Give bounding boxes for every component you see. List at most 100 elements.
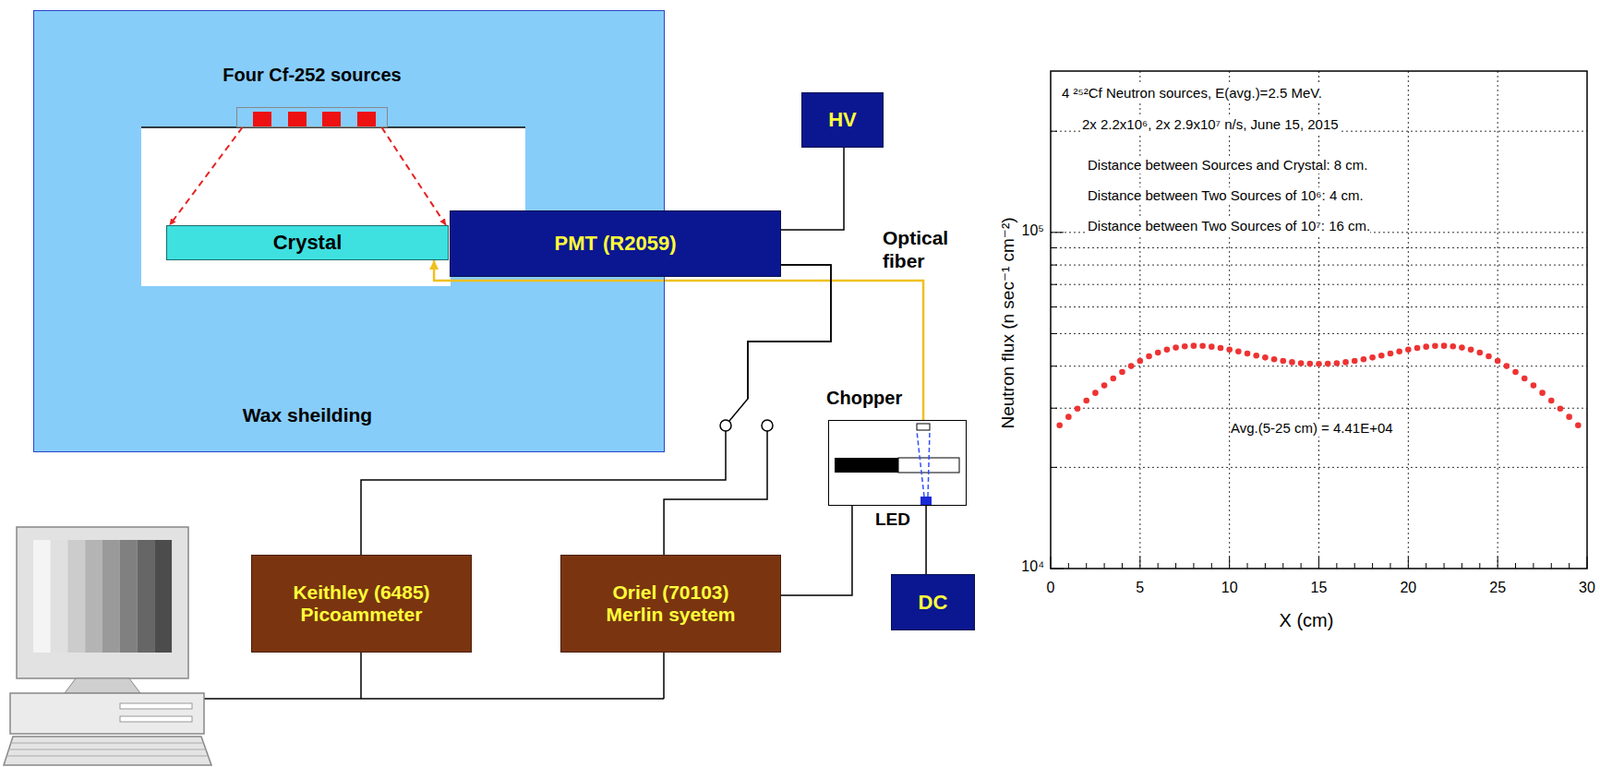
data-point bbox=[1387, 350, 1395, 358]
chart-note: Avg.(5-25 cm) = 4.41E+04 bbox=[1230, 420, 1394, 437]
screen-stripe bbox=[68, 540, 86, 653]
data-point bbox=[1145, 353, 1153, 361]
data-point bbox=[1539, 389, 1546, 397]
chart-note: 4 ²⁵²Cf Neutron sources, E(avg.)=2.5 MeV… bbox=[1061, 84, 1323, 102]
axis-tick bbox=[1461, 563, 1463, 569]
data-point bbox=[1252, 352, 1260, 360]
node-label: Chopper bbox=[821, 387, 970, 410]
node-label: Keithley (6485) Picoammeter bbox=[274, 581, 449, 626]
switch-terminals bbox=[720, 420, 773, 432]
screen-stripe bbox=[154, 540, 172, 653]
data-point bbox=[1190, 342, 1198, 349]
axis-tick bbox=[1300, 563, 1302, 569]
axis-tick bbox=[1050, 306, 1058, 308]
chopper-internals bbox=[834, 423, 960, 506]
axis-tick bbox=[1104, 563, 1106, 569]
data-point bbox=[1422, 343, 1430, 350]
axis-tick bbox=[1192, 563, 1194, 569]
pmt-box: PMT (R2059) bbox=[449, 210, 782, 277]
axis-tick bbox=[1050, 247, 1058, 249]
grid-line bbox=[1050, 247, 1588, 249]
data-point bbox=[1315, 360, 1323, 368]
chart-note: Distance between Sources and Crystal: 8 … bbox=[1087, 156, 1368, 174]
plot-frame bbox=[1050, 71, 1588, 569]
data-point bbox=[1395, 348, 1403, 355]
crystal-box: Crystal bbox=[166, 225, 449, 261]
data-point bbox=[1307, 360, 1314, 368]
screen-stripe bbox=[33, 540, 51, 653]
screen-stripe bbox=[120, 540, 138, 653]
data-point bbox=[1288, 359, 1296, 366]
screen-stripe bbox=[84, 540, 103, 653]
node-label: DC bbox=[918, 590, 949, 614]
tick-label: 30 bbox=[1578, 578, 1596, 597]
cable bbox=[663, 264, 831, 555]
neutron-path bbox=[381, 127, 446, 226]
data-point bbox=[1548, 397, 1555, 405]
grid-line bbox=[1050, 333, 1588, 335]
node-label: PMT (R2059) bbox=[553, 231, 676, 255]
instrument-box: Keithley (6485) Picoammeter bbox=[251, 554, 472, 653]
data-point bbox=[1074, 405, 1082, 412]
data-point bbox=[1244, 350, 1252, 358]
tick-label: 10⁴ bbox=[1021, 557, 1045, 576]
axis-tick bbox=[1551, 563, 1552, 569]
screen-stripe bbox=[102, 540, 121, 653]
data-point bbox=[1485, 353, 1492, 361]
data-point bbox=[1414, 345, 1421, 352]
axis-tick bbox=[1139, 556, 1141, 569]
source-pellets bbox=[252, 111, 376, 128]
axis-tick bbox=[1085, 563, 1087, 569]
node-outline bbox=[236, 107, 388, 128]
dc-box: DC bbox=[890, 574, 975, 631]
axis-tick bbox=[1050, 231, 1064, 233]
axis-tick bbox=[1425, 563, 1427, 569]
node-label: Crystal bbox=[273, 230, 343, 254]
axis-tick bbox=[1050, 556, 1052, 569]
data-point bbox=[1101, 382, 1108, 389]
key-row bbox=[11, 743, 205, 745]
computer bbox=[3, 527, 212, 766]
data-point bbox=[1512, 369, 1519, 376]
data-point bbox=[1342, 359, 1349, 366]
axis-tick bbox=[1568, 563, 1570, 569]
axis-tick bbox=[1157, 563, 1159, 569]
data-point bbox=[1226, 346, 1233, 353]
axis-tick bbox=[1050, 131, 1058, 133]
data-point bbox=[1494, 358, 1502, 365]
axis-title: Neutron flux (n sec⁻¹ cm⁻²) bbox=[998, 216, 1020, 429]
grid-line bbox=[1050, 306, 1588, 308]
axis-title: X (cm) bbox=[1279, 609, 1335, 632]
axis-tick bbox=[1282, 563, 1284, 569]
grid-line bbox=[1050, 284, 1588, 286]
data-point bbox=[1298, 360, 1305, 367]
node-label: HV bbox=[828, 108, 857, 132]
axis-tick bbox=[1068, 563, 1070, 569]
axis-tick bbox=[1121, 563, 1123, 569]
axis-tick bbox=[1050, 365, 1058, 367]
data-point bbox=[1565, 413, 1573, 421]
part-label: LED bbox=[875, 509, 911, 531]
data-point bbox=[1208, 343, 1216, 350]
data-point bbox=[1279, 358, 1287, 365]
data-point bbox=[1128, 362, 1135, 370]
axis-tick bbox=[1371, 563, 1373, 569]
data-point bbox=[1360, 356, 1368, 363]
flux-chart bbox=[1050, 71, 1588, 569]
screen-stripe bbox=[137, 540, 156, 653]
data-point bbox=[1530, 382, 1538, 389]
axis-tick bbox=[1264, 563, 1266, 569]
grid-line bbox=[1318, 71, 1320, 569]
screen-stripe bbox=[50, 540, 69, 653]
data-point bbox=[1109, 375, 1117, 383]
data-point bbox=[1271, 356, 1278, 363]
grid-line bbox=[1139, 71, 1141, 569]
shielding-region: Wax sheildingFour Cf-252 sourcesCrystalP… bbox=[33, 10, 665, 453]
axis-tick bbox=[1050, 408, 1058, 410]
axis-tick bbox=[1389, 563, 1391, 569]
grid-line bbox=[1228, 71, 1230, 569]
source-holder: Four Cf-252 sources bbox=[196, 64, 428, 128]
cable bbox=[360, 264, 831, 555]
